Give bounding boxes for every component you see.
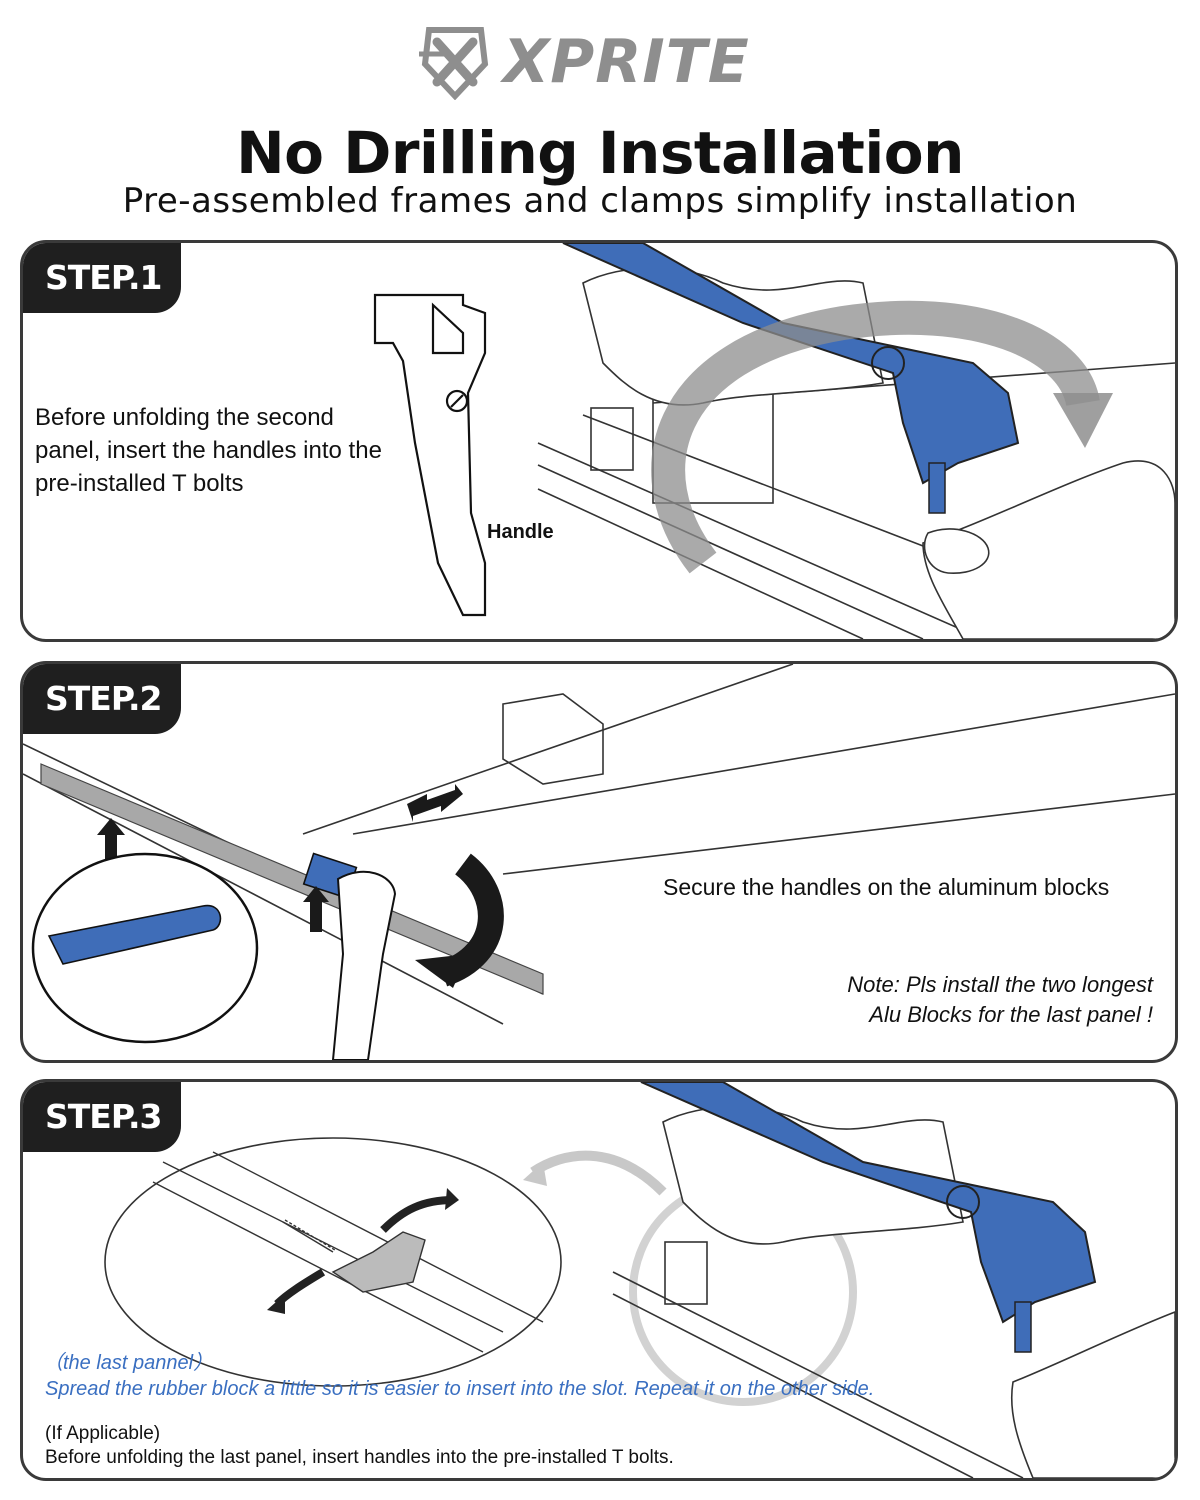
brand-name: XPRITE bbox=[503, 27, 750, 97]
xprite-shield-icon bbox=[419, 27, 489, 100]
step-1-instruction: Before unfolding the second panel, inser… bbox=[35, 404, 382, 497]
step-2-instruction: Secure the handles on the aluminum block… bbox=[663, 874, 1110, 900]
slide-arrow bbox=[407, 784, 463, 822]
step-3-condition: (If Applicable) bbox=[45, 1423, 161, 1444]
step-3-illustration bbox=[104, 1082, 1175, 1478]
rail-lines bbox=[612, 1241, 1024, 1478]
step-3-panel: STEP.3 bbox=[20, 1079, 1178, 1481]
aluminum-block-detail bbox=[47, 904, 222, 965]
step-2-badge: STEP.2 bbox=[23, 664, 181, 734]
detail-arrow bbox=[530, 1150, 667, 1196]
step-1-panel: STEP.1 Before bbox=[20, 240, 1178, 642]
hand-outline bbox=[582, 267, 1175, 639]
brand-logo: XPRITE bbox=[415, 24, 785, 100]
page-title: No Drilling Installation bbox=[236, 119, 964, 187]
step-2-handle bbox=[331, 870, 397, 1060]
page-header: XPRITE No Drilling Installation Pre-asse… bbox=[0, 0, 1200, 230]
rubber-block bbox=[331, 1231, 426, 1293]
blue-handle-tool bbox=[562, 243, 1020, 485]
detail-zoom-ellipse bbox=[104, 1137, 562, 1387]
detail-rails bbox=[152, 1151, 544, 1353]
step-2-panel: STEP.2 Secure the handles on the a bbox=[20, 661, 1178, 1063]
step-1-badge: STEP.1 bbox=[23, 243, 181, 313]
handle-part-icon bbox=[373, 293, 487, 617]
step-2-illustration bbox=[23, 664, 1175, 1060]
step-2-note: Note: Pls install the two longest Alu Bl… bbox=[763, 970, 1153, 1030]
step-3-note-title: （the last pannel） bbox=[43, 1352, 214, 1374]
step-2-note-line-1: Note: Pls install the two longest bbox=[847, 972, 1153, 997]
detail-zoom-circle bbox=[31, 852, 259, 1044]
step-3-note: Spread the rubber block a little so it i… bbox=[45, 1378, 875, 1400]
step-3-instruction: Before unfolding the last panel, insert … bbox=[45, 1447, 674, 1468]
rotate-arrow bbox=[651, 300, 1100, 574]
step-1-illustration bbox=[373, 243, 1175, 639]
page-subtitle: Pre-assembled frames and clamps simplify… bbox=[122, 181, 1078, 221]
up-arrows bbox=[97, 818, 329, 932]
blue-handle-bolt bbox=[928, 462, 946, 514]
hand-outline bbox=[662, 1106, 1175, 1478]
step-3-badge: STEP.3 bbox=[23, 1082, 181, 1152]
spread-arrow-up bbox=[380, 1196, 454, 1233]
step-1-handle-label: Handle bbox=[487, 521, 554, 543]
step-2-note-line-2: Alu Blocks for the last panel ! bbox=[869, 1002, 1153, 1027]
